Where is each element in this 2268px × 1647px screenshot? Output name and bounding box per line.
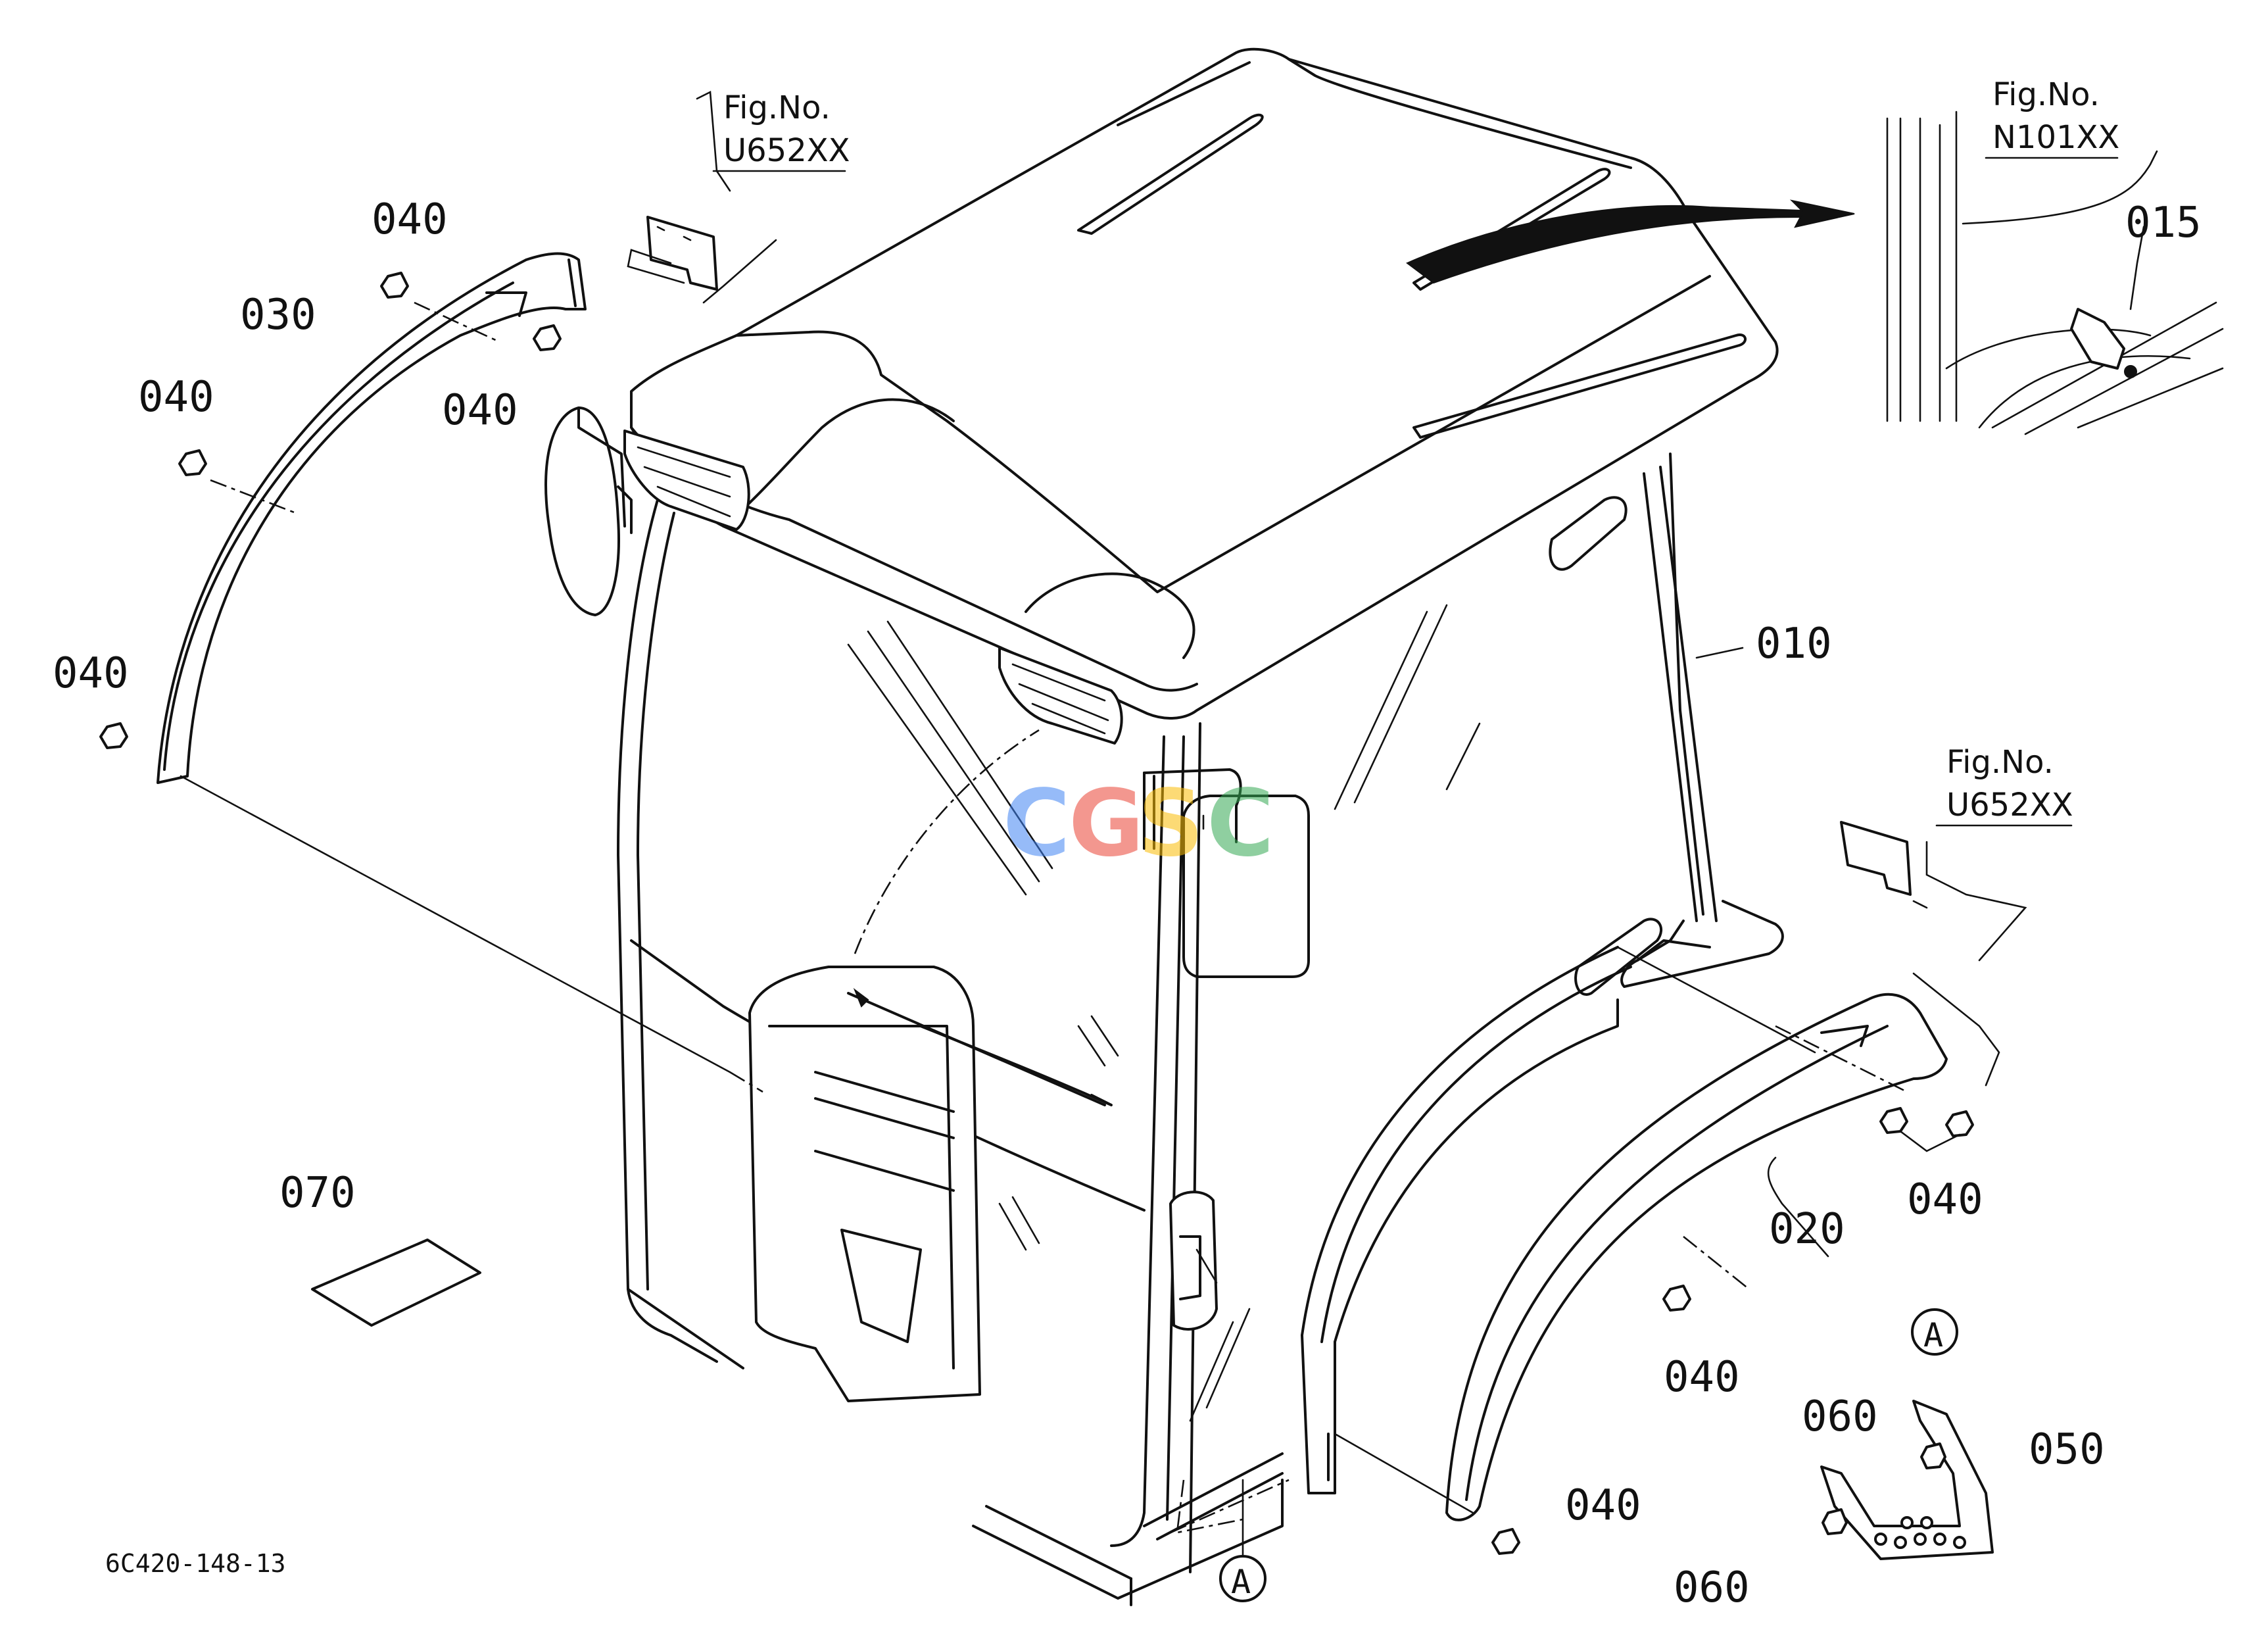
top-bracket: [627, 216, 718, 291]
fig-ref-1-label: Fig.No.: [723, 89, 831, 126]
callout-050: 050: [2029, 1425, 2105, 1474]
fig-ref-2-code: N101XX: [1992, 119, 2119, 156]
watermark: C G S C: [1003, 770, 1274, 877]
detail-pointer-arrow: [1406, 199, 1855, 284]
callout-010: 010: [1756, 620, 1832, 668]
callout-040-mid: 040: [442, 386, 518, 435]
callout-020: 020: [1769, 1205, 1845, 1254]
fig-ref-3-code: U652XX: [1946, 787, 2073, 823]
fig-ref-3-label: Fig.No.: [1946, 744, 2054, 781]
left-mirror: [544, 406, 620, 616]
watermark-letter-4: C: [1207, 770, 1274, 877]
view-a-label-right: A: [1923, 1316, 1943, 1354]
view-a-label-bottom: A: [1231, 1563, 1251, 1601]
callout-030: 030: [240, 291, 316, 339]
callout-015: 015: [2125, 199, 2202, 247]
watermark-letter-2: G: [1069, 770, 1144, 877]
callout-060-lower: 060: [1674, 1563, 1750, 1612]
detail-inset: [1886, 111, 2224, 435]
callout-labels: 010 015 020 030 040 040 040 040 040 040 …: [53, 76, 2202, 1612]
callout-060-upper: 060: [1802, 1392, 1878, 1441]
fig-ref-1-code: U652XX: [723, 132, 850, 169]
callout-040-bottom: 040: [1565, 1481, 1641, 1530]
left-work-lamp: [623, 430, 750, 531]
decal-sheet: [311, 1239, 481, 1327]
callout-040-left-upper: 040: [138, 373, 214, 422]
watermark-letter-3: S: [1138, 770, 1204, 877]
view-a-circle-right: [1911, 1308, 1958, 1356]
left-fender-extension: [157, 252, 587, 784]
right-mirror: [1182, 795, 1310, 978]
fig-ref-2-label: Fig.No.: [1992, 76, 2100, 113]
front-hood-panel: [748, 966, 981, 1402]
right-fender-extension: [1445, 993, 1948, 1521]
watermark-letter-1: C: [1003, 770, 1071, 877]
right-bracket: [1840, 821, 1928, 909]
callout-040-right: 040: [1907, 1175, 1983, 1224]
callout-040-left-lower: 040: [53, 649, 129, 698]
bolts: [99, 272, 1974, 1555]
step-bracket: [1820, 1400, 1994, 1560]
cab-assembly: [544, 47, 1784, 1606]
door-handle: [1169, 1191, 1218, 1331]
view-a-circle-bottom: [1219, 1555, 1267, 1602]
callout-070: 070: [279, 1169, 356, 1217]
callout-040-fender: 040: [1664, 1353, 1740, 1402]
leader-lines: [180, 90, 2027, 1580]
diagram-code: 6C420-148-13: [105, 1549, 286, 1578]
callout-040-top: 040: [372, 195, 448, 244]
